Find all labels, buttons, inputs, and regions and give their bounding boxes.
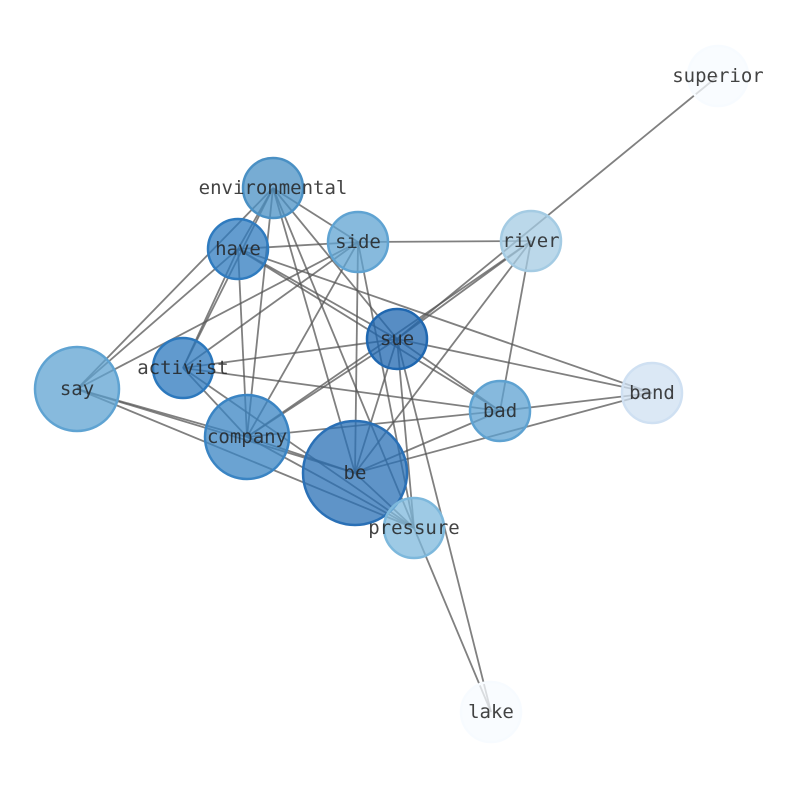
- node-label-be: be: [344, 462, 367, 484]
- node-label-superior: superior: [672, 65, 764, 87]
- node-environmental: [241, 156, 305, 220]
- node-say: [33, 345, 121, 433]
- edge-sue-activist: [182, 338, 398, 369]
- node-label-band: band: [629, 382, 675, 404]
- edge-superior-sue: [396, 75, 719, 340]
- edge-sue-band: [396, 338, 653, 394]
- node-label-sue: sue: [380, 328, 414, 350]
- node-label-bad: bad: [483, 400, 517, 422]
- node-label-have: have: [215, 238, 261, 260]
- node-side: [326, 210, 390, 274]
- node-sue: [365, 307, 429, 371]
- node-river: [499, 209, 563, 273]
- node-company: [203, 393, 291, 481]
- edge-side-activist: [182, 241, 359, 369]
- edge-environmental-sue: [272, 187, 398, 340]
- node-label-river: river: [502, 230, 559, 252]
- edge-activist-bad: [182, 367, 501, 412]
- node-label-pressure: pressure: [368, 517, 460, 539]
- node-superior: [686, 44, 750, 108]
- node-lake: [459, 680, 523, 744]
- node-label-side: side: [335, 231, 381, 253]
- nodes-layer: superior environmental have side river sue act…: [33, 44, 764, 744]
- edge-have-band: [237, 248, 653, 394]
- node-label-environmental: environmental: [199, 177, 348, 199]
- node-have: [206, 217, 270, 281]
- edge-side-say: [76, 241, 359, 390]
- edge-pressure-lake: [413, 527, 492, 713]
- node-pressure: [382, 496, 446, 560]
- node-label-company: company: [207, 426, 287, 448]
- node-bad: [468, 379, 532, 443]
- node-label-activist: activist: [137, 357, 229, 379]
- node-band: [620, 361, 684, 425]
- node-label-lake: lake: [468, 701, 514, 723]
- edge-sue-pressure: [396, 338, 415, 529]
- node-activist: [151, 336, 215, 400]
- node-be: [301, 419, 409, 527]
- node-label-say: say: [60, 378, 94, 400]
